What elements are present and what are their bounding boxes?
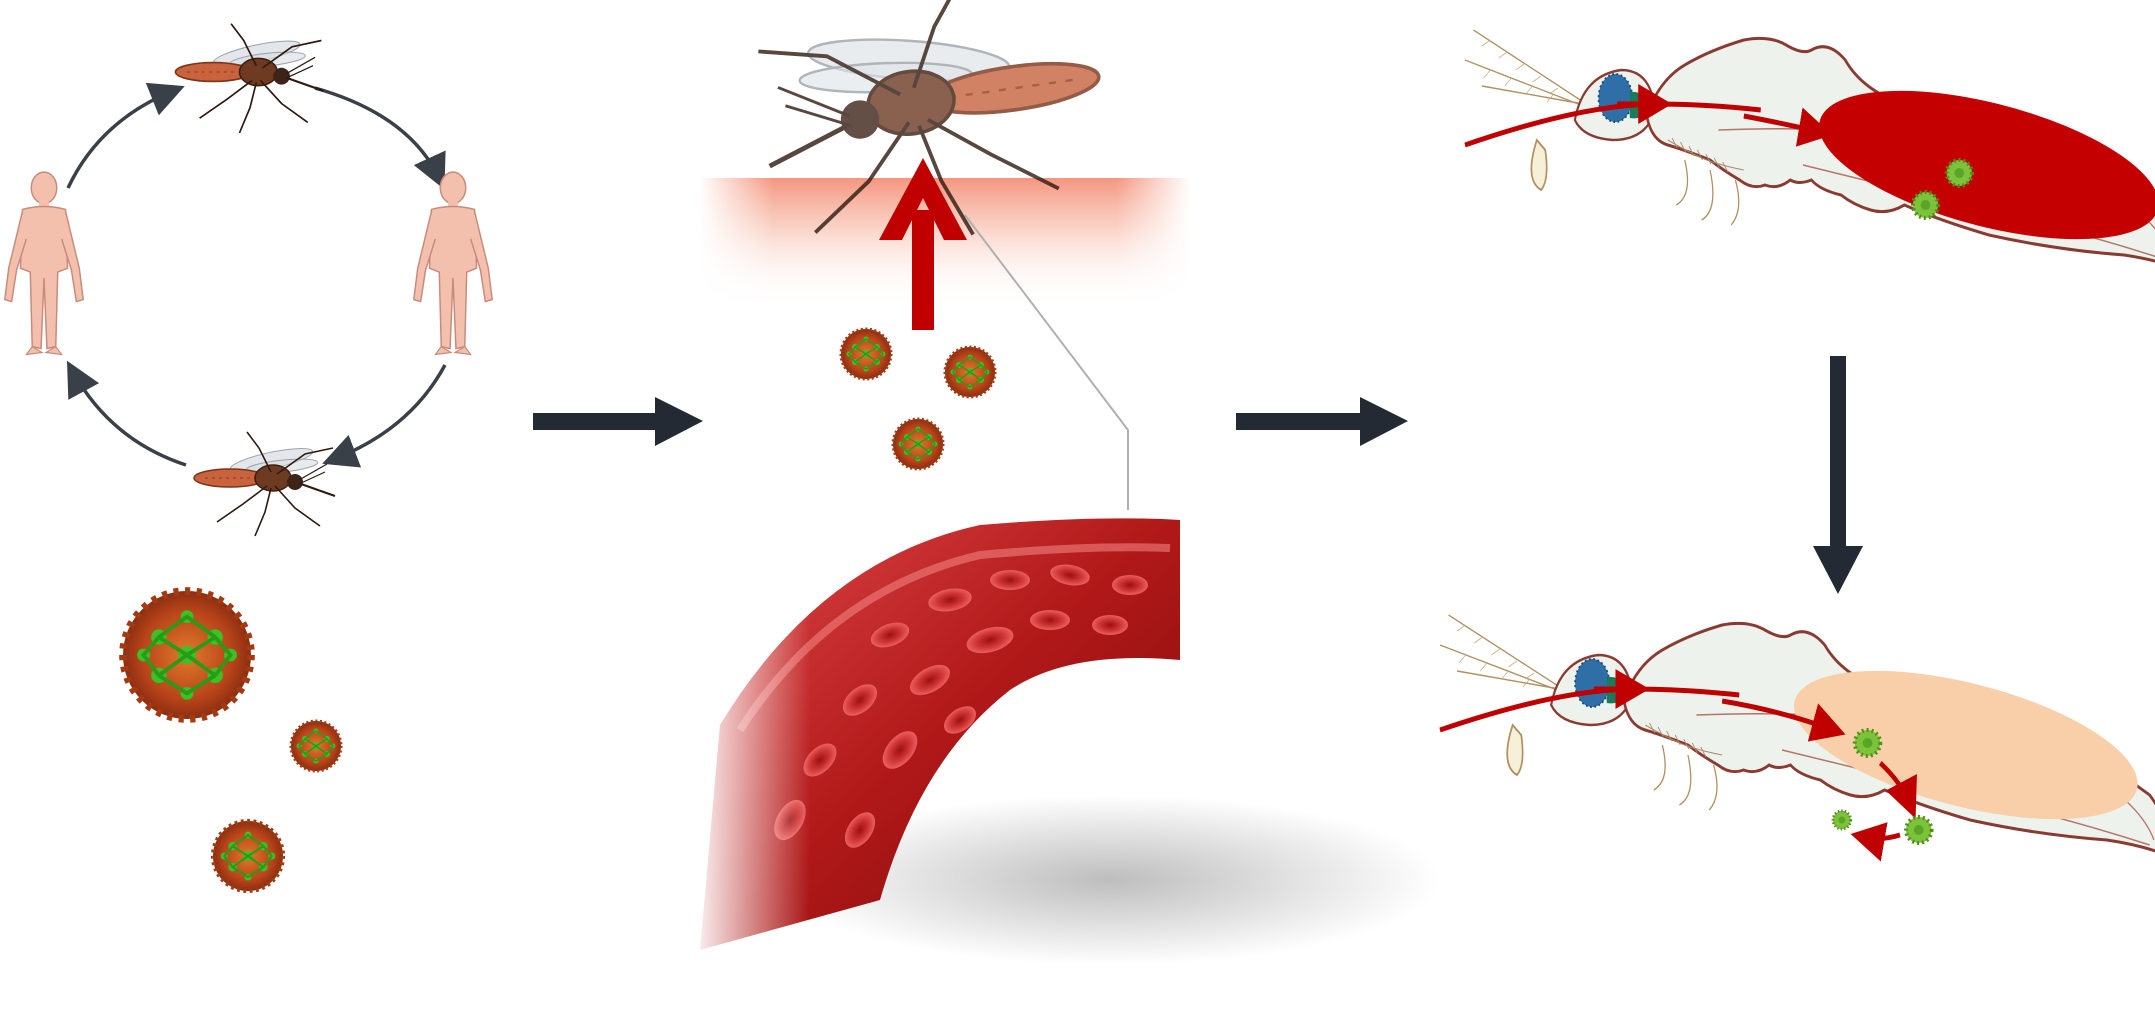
virus-icon [839,327,893,381]
virus-icon [1852,728,1883,758]
panel-transmission-cycle [4,22,493,891]
flow-arrow-right [1236,397,1408,446]
blood-vessel-icon [690,518,1180,980]
mosquito-anatomy-icon [1463,28,2155,272]
mosquito-icon [193,431,336,537]
virus-icon [213,821,283,891]
panel-mosquito-midgut-infection [1438,28,2155,862]
virus-icon [1904,815,1934,845]
virus-icon [1831,809,1853,831]
human-icon [413,171,493,356]
cycle-arrows [66,82,447,468]
virus-icon [1944,158,1974,188]
flow-arrow-down [1813,356,1863,594]
blood-arrow-up [879,158,967,330]
virus-icon [1910,190,1941,220]
mosquito-anatomy-icon [1438,613,2155,862]
virus-icon [891,417,945,471]
panel-blood-feeding [690,0,1440,980]
flow-arrow-right [533,397,703,446]
mosquito-icon [174,22,325,134]
virus-icon [943,345,997,399]
virus-icon [289,719,343,773]
virus-icon [123,591,251,719]
human-icon [4,171,84,356]
